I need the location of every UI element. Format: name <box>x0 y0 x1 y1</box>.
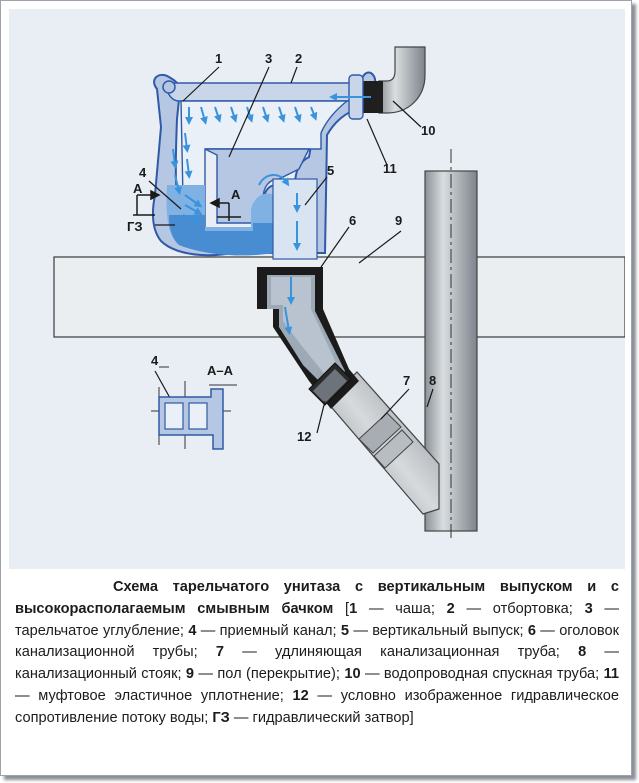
floor-slab <box>53 256 625 338</box>
label-5: 5 <box>327 163 334 178</box>
label-6: 6 <box>349 213 356 228</box>
label-3: 3 <box>265 51 272 66</box>
caption-item-text: — приемный канал; <box>196 622 341 639</box>
label-4: 4 <box>139 165 147 180</box>
label-10: 10 <box>421 123 435 138</box>
caption-item-number: 1 <box>349 600 358 617</box>
caption-item-text: — тарельчатое углубление; <box>15 600 620 639</box>
caption-item-text: — водопроводная спускная труба; <box>360 666 604 683</box>
caption-item-text: — муфтовое эластичное уплотнение; <box>15 687 293 704</box>
caption-item-text: — чаша; <box>357 600 447 617</box>
supply-pipe <box>348 46 426 120</box>
caption-item-number: ГЗ <box>212 709 230 726</box>
label-2: 2 <box>295 51 302 66</box>
flow-arrows <box>170 93 371 335</box>
caption-item-text: — оголовок канализационной трубы; <box>15 622 619 661</box>
caption-item-text: — отбортовка; <box>454 600 585 617</box>
caption-item-number: 10 <box>344 666 361 683</box>
label-a-right: А <box>231 187 241 202</box>
label-a-left: А <box>133 181 143 196</box>
caption-open-bracket: [ <box>333 600 350 617</box>
label-8: 8 <box>429 373 436 388</box>
caption-item-text: — условно изображенное гидравлическое со… <box>15 687 619 726</box>
figure-caption: Схема тарельчатого унитаза с вертикальны… <box>15 577 619 730</box>
caption-item-text: — пол (перекрытие); <box>194 666 345 683</box>
caption-item-number: 2 <box>446 600 455 617</box>
label-section-aa: А–А <box>207 363 234 378</box>
caption-close-bracket: ] <box>409 709 414 726</box>
caption-item-text: — канализационный стояк; <box>15 644 619 683</box>
caption-item-number: 7 <box>215 644 225 661</box>
label-1: 1 <box>215 51 222 66</box>
toilet-bowl <box>152 71 379 260</box>
caption-item-text: — вертикальный выпуск; <box>349 622 528 639</box>
caption-item-number: 8 <box>578 644 587 661</box>
label-11: 11 <box>383 161 397 176</box>
caption-item-number: 12 <box>292 687 309 704</box>
section-view <box>151 366 237 450</box>
caption-item-number: 9 <box>185 666 195 683</box>
caption-title: Схема тарельчатого унитаза с вертикальны… <box>15 579 619 617</box>
caption-item-text: — удлиняющая канализационная труба; <box>224 644 579 661</box>
caption-item-text: — гидравлический затвор <box>229 709 410 726</box>
label-7: 7 <box>403 373 410 388</box>
caption-item-number: 11 <box>603 666 619 683</box>
section-marks <box>133 189 241 221</box>
toilet-diagram: 1 3 2 10 11 5 6 9 4 А А ГЗ 7 8 12 4 А–А <box>9 9 625 569</box>
label-12: 12 <box>297 429 311 444</box>
caption-item-number: 4 <box>188 622 197 639</box>
caption-item-number: 3 <box>584 600 593 617</box>
label-gz: ГЗ <box>127 219 143 234</box>
label-4-section: 4 <box>151 353 159 368</box>
diagram-svg: 1 3 2 10 11 5 6 9 4 А А ГЗ 7 8 12 4 А–А <box>53 46 625 539</box>
label-9: 9 <box>395 213 402 228</box>
caption-item-number: 6 <box>527 622 536 639</box>
caption-item-number: 5 <box>340 622 349 639</box>
leader-lines <box>148 66 434 434</box>
